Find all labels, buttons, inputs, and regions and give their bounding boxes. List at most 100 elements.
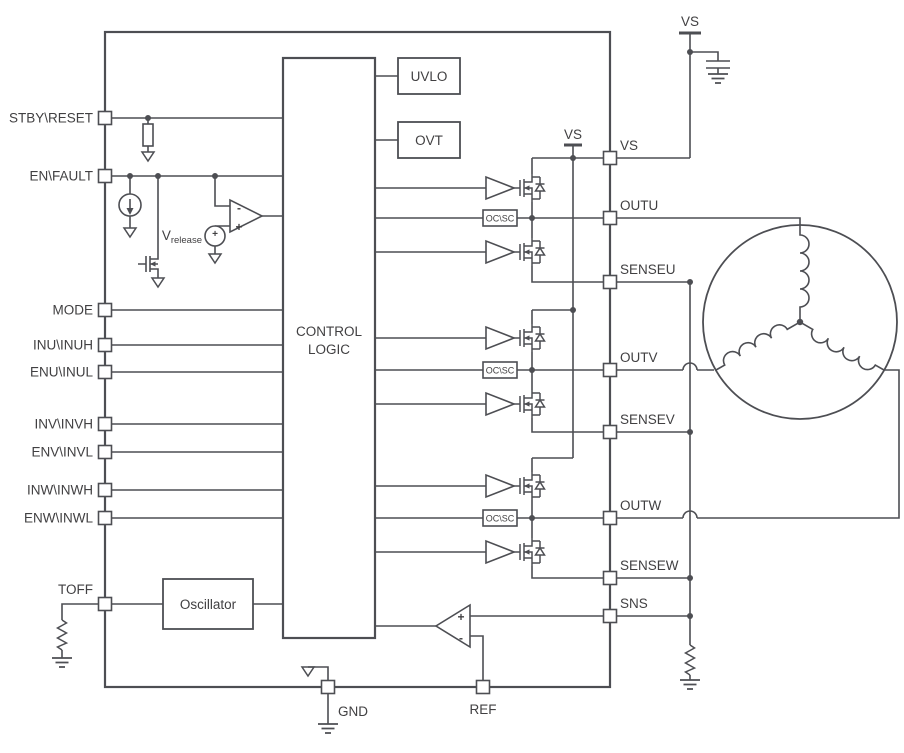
gate-driver-icon [485, 175, 517, 201]
junction-dot [529, 215, 535, 221]
pin-vs: VS [602, 138, 638, 166]
pin-gnd: GND [320, 679, 368, 719]
motor-winding-u [799, 225, 810, 322]
pin-square [602, 510, 618, 526]
current-source-arrowhead [126, 208, 134, 215]
control-logic-box [281, 56, 377, 640]
pin-square [97, 110, 113, 126]
junction-dot [212, 173, 218, 179]
pin-label: INW\INWH [27, 483, 93, 498]
plus-sign: + [235, 220, 242, 234]
pin-square [97, 482, 113, 498]
vrelease-source-icon [204, 225, 226, 247]
pin-square [602, 570, 618, 586]
fault-transistor-arrow [150, 261, 156, 267]
ground-icon [707, 73, 729, 84]
pin-outv: OUTV [602, 350, 658, 378]
internal-ground [301, 666, 329, 681]
pin-square [97, 337, 113, 353]
left-pin-wires [111, 117, 283, 605]
pin-square [97, 364, 113, 380]
minus-sign: - [459, 631, 463, 645]
resistor-icon [56, 619, 68, 651]
vs-rail: VS [531, 127, 582, 472]
uvlo-box [397, 57, 461, 95]
pin-enu-inul: ENU\INUL [30, 364, 113, 380]
pin-stby-reset: STBY\RESET [9, 110, 113, 126]
ocsc-box [482, 509, 518, 527]
sense-comparator-icon [434, 603, 471, 649]
pin-label: ENW\INWL [24, 511, 93, 526]
gate-driver-icon [485, 325, 517, 351]
control-wires [375, 187, 532, 553]
pin-square [97, 596, 113, 612]
bottom-pins: GND REF [320, 679, 497, 719]
half-bridge-v: OC\SC [482, 323, 604, 433]
pin-label: SENSEU [620, 262, 676, 277]
pin-env-invl: ENV\INVL [31, 444, 113, 460]
left-wires [111, 117, 283, 605]
toff-wires [61, 603, 99, 658]
pin-label: SENSEW [620, 558, 679, 573]
pin-square [97, 510, 113, 526]
ground-icon [51, 657, 73, 668]
en-fault-circuit: - + + Vrelease [118, 176, 283, 288]
pin-square [602, 150, 618, 166]
pin-label: MODE [53, 303, 94, 318]
pin-sensev: SENSEV [602, 412, 675, 440]
pin-label: SENSEV [620, 412, 675, 427]
motor [702, 224, 898, 420]
junction-dots [127, 49, 693, 619]
junction-dot [687, 279, 693, 285]
source-plus-sign: + [212, 229, 218, 240]
control-logic-label-1: CONTROL [296, 324, 362, 339]
ocsc-label: OC\SC [486, 514, 515, 524]
pin-enw-inwl: ENW\INWL [24, 510, 113, 526]
en-fault-wires [129, 176, 283, 254]
pin-inu-inuh: INU\INUH [33, 337, 113, 353]
pin-label: TOFF [58, 582, 93, 597]
pin-square [97, 444, 113, 460]
junction-dot [529, 515, 535, 521]
pin-label: OUTU [620, 198, 658, 213]
vs-rail-label: VS [564, 127, 582, 142]
external-wire-paths [327, 217, 900, 724]
right-pins: VS OUTU SENSEU OUTV SENSEV OUTW SENSEW [602, 138, 679, 624]
pin-square [602, 274, 618, 290]
junction-dot [155, 173, 161, 179]
pin-square [320, 679, 336, 695]
junction-dot [687, 575, 693, 581]
minus-sign: - [237, 201, 241, 215]
pin-inw-inwh: INW\INWH [27, 482, 113, 498]
pin-square [602, 210, 618, 226]
pin-label: ENU\INUL [30, 365, 94, 380]
ocsc-label: OC\SC [486, 366, 515, 376]
half-bridge-w: OC\SC [482, 471, 604, 579]
sense-comparator-wires [375, 615, 604, 681]
pin-senseu: SENSEU [602, 262, 676, 290]
pin-label: STBY\RESET [9, 111, 93, 126]
motor-winding-w [799, 321, 885, 371]
pin-outw: OUTW [602, 498, 661, 526]
resistor-icon [684, 644, 696, 676]
vrelease-label-sub: release [171, 235, 202, 246]
oscillator-label: Oscillator [180, 597, 237, 612]
pin-square [97, 416, 113, 432]
plus-sign: + [457, 610, 464, 624]
pin-square [602, 608, 618, 624]
vs-supply-top: VS [616, 14, 730, 159]
pin-square [97, 302, 113, 318]
ovt-box [397, 121, 461, 159]
control-logic-label-2: LOGIC [308, 342, 350, 357]
driver-control-wires [375, 187, 532, 553]
fault-transistor-icon [138, 250, 165, 288]
gate-driver-icon [485, 539, 517, 565]
junction-dot [570, 155, 576, 161]
pin-label: INU\INUH [33, 338, 93, 353]
pin-label: SNS [620, 596, 648, 611]
sense-comparator: + - [375, 603, 604, 681]
pin-square [97, 168, 113, 184]
ocsc-box [482, 209, 518, 227]
uvlo-label: UVLO [411, 69, 448, 84]
